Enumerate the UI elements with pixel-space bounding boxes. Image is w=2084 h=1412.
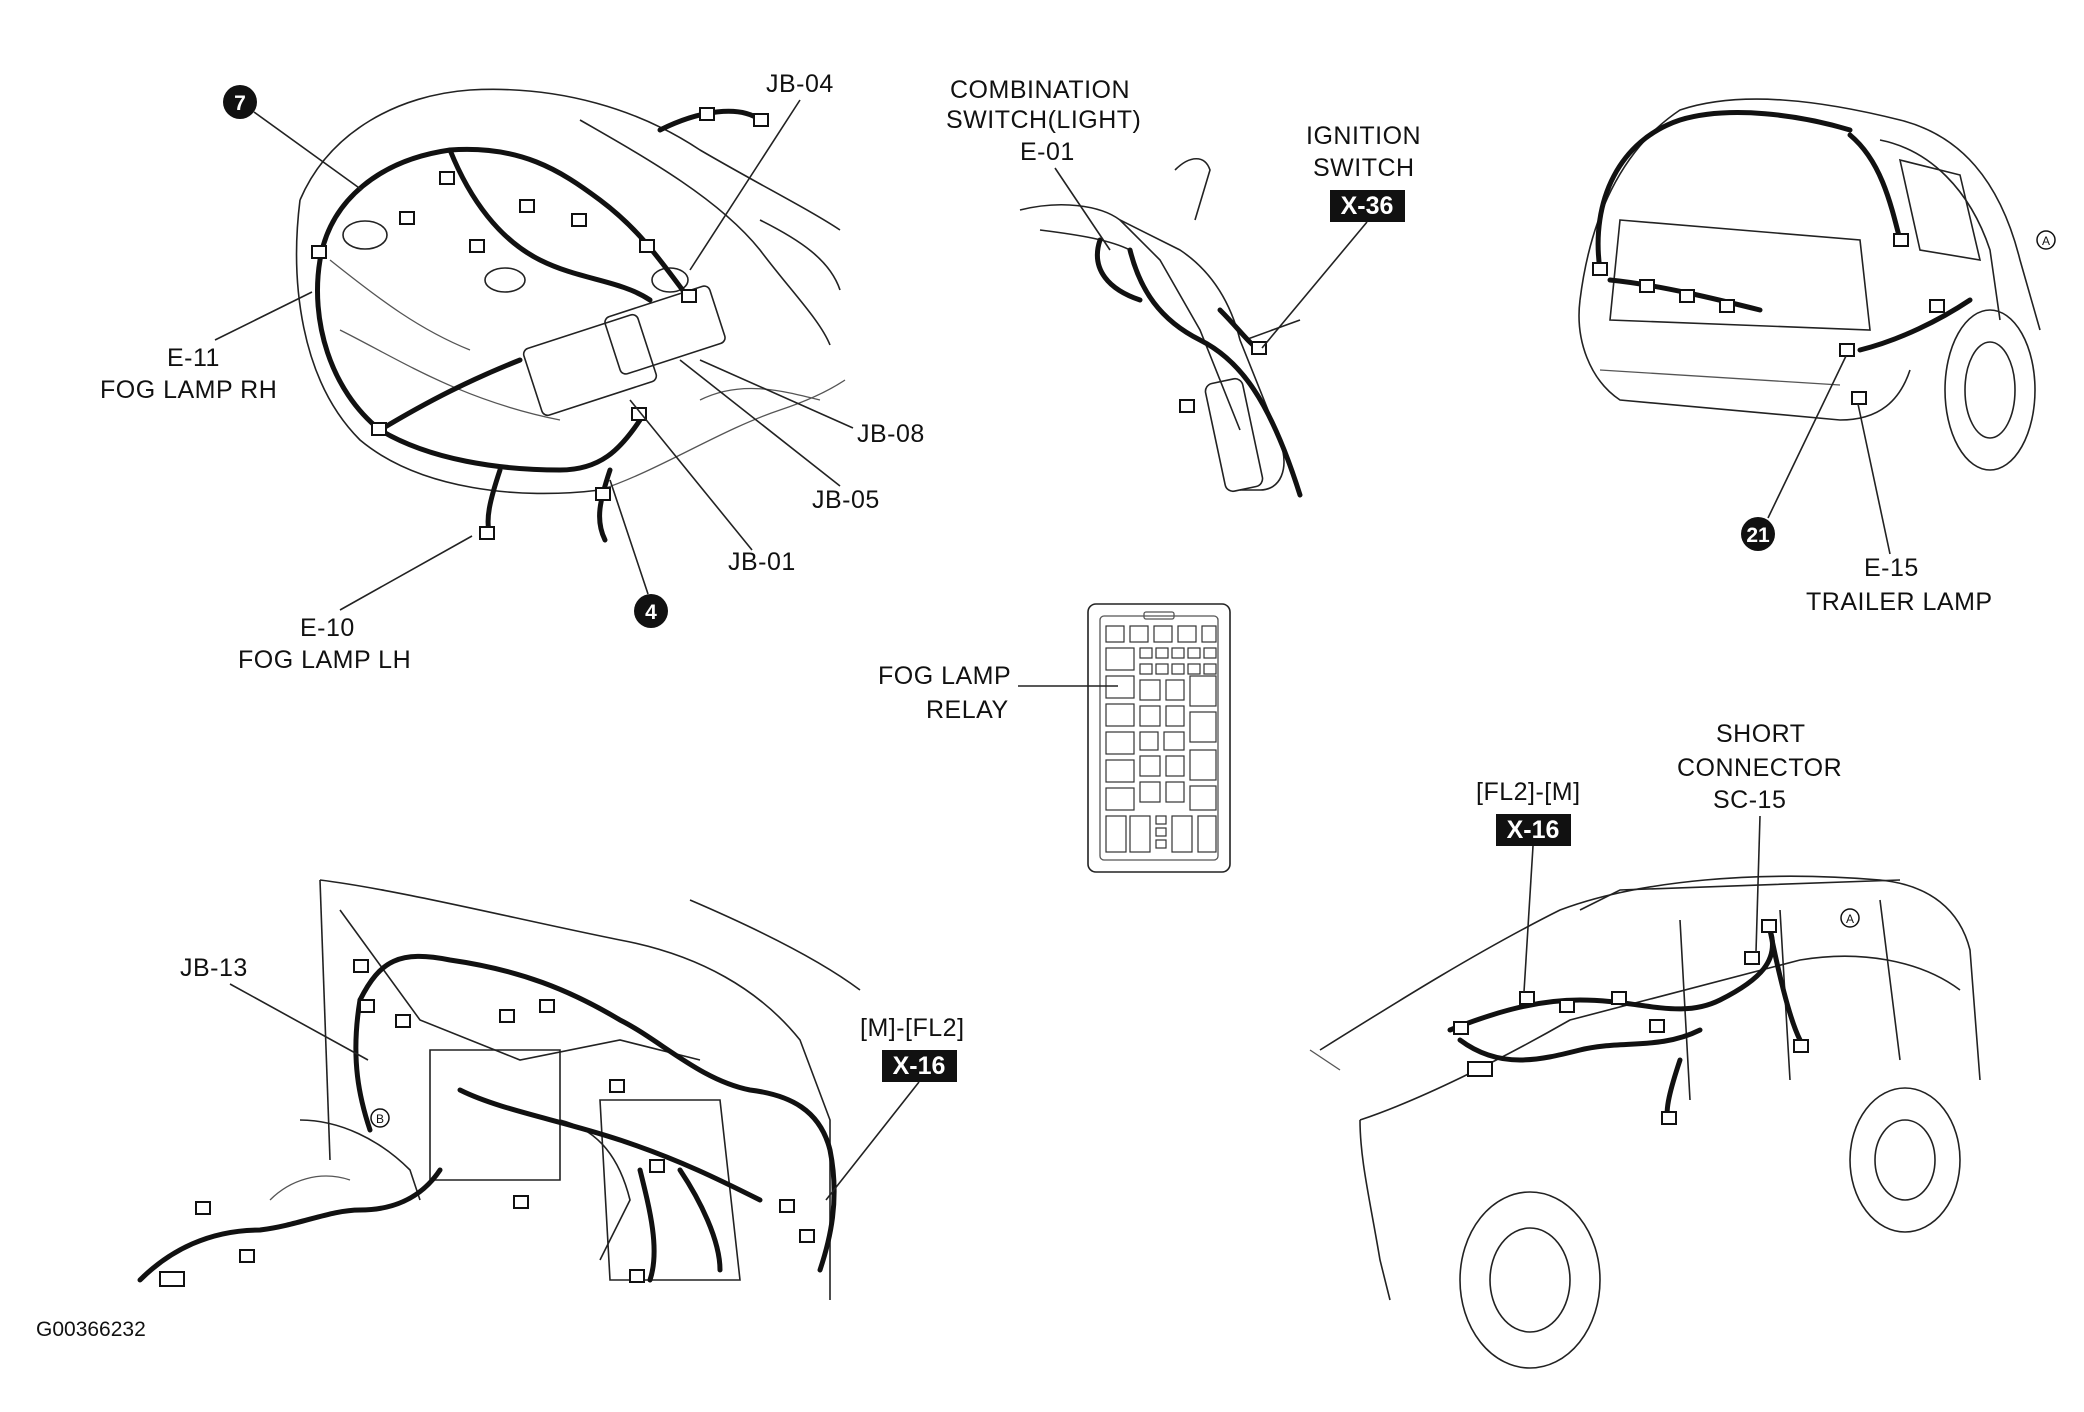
- dashboard-view: B JB-13 [M]-[FL2] X-16: [137, 879, 965, 1300]
- diagram-id: G00366232: [36, 1318, 146, 1341]
- label-jb-13: JB-13: [180, 954, 248, 982]
- rear-view: A 21 E-15 TRAILER LAMP: [1578, 98, 2056, 616]
- fuse-slot: [1187, 647, 1201, 659]
- label-ignition-line2: SWITCH: [1313, 154, 1415, 182]
- label-e15-name: TRAILER LAMP: [1806, 588, 1993, 616]
- tag-x16-side: X-16: [1507, 816, 1560, 844]
- fuse-slot: [1139, 781, 1161, 803]
- fuse-slot: [1189, 711, 1217, 743]
- tag-x36-box: [1330, 190, 1405, 222]
- marker-a-side: [1840, 908, 1860, 928]
- fuse-slot: [1189, 785, 1217, 811]
- fuse-box-view: FOG LAMP RELAY: [878, 603, 1231, 873]
- fuse-slot: [1139, 755, 1161, 777]
- fuse-slot: [1189, 749, 1217, 781]
- label-jb-08: JB-08: [857, 420, 925, 448]
- label-ignition-line1: IGNITION: [1306, 122, 1421, 150]
- marker-a-rear-letter: A: [2042, 234, 2050, 248]
- fuse-grid: [1105, 625, 1217, 853]
- callout-7-marker: [223, 85, 257, 119]
- fuse-slot: [1155, 815, 1167, 825]
- tag-x36: X-36: [1341, 192, 1394, 220]
- fuse-slot: [1129, 815, 1151, 853]
- label-combination-line2: SWITCH(LIGHT): [946, 106, 1141, 134]
- fuse-slot: [1187, 663, 1201, 675]
- label-fog-lamp-relay-line1: FOG LAMP: [878, 662, 1011, 690]
- fuse-slot: [1155, 827, 1167, 837]
- label-e11-name: FOG LAMP RH: [100, 376, 277, 404]
- callout-21-marker: [1741, 517, 1775, 551]
- fuse-slot: [1197, 815, 1217, 853]
- tag-x16-side-box: [1496, 814, 1571, 846]
- label-e10-code: E-10: [300, 614, 355, 642]
- label-e10-name: FOG LAMP LH: [238, 646, 411, 674]
- marker-b-dash-letter: B: [376, 1112, 384, 1126]
- fuse-slot: [1105, 647, 1135, 671]
- fuse-slot: [1165, 781, 1185, 803]
- fuse-slot: [1165, 755, 1185, 777]
- fuse-slot: [1165, 705, 1185, 727]
- tag-x16-dash-box: [882, 1050, 957, 1082]
- fuse-slot: [1105, 625, 1125, 643]
- fuse-slot: [1163, 731, 1185, 751]
- fuse-slot: [1139, 679, 1161, 701]
- fuse-slot: [1105, 787, 1135, 811]
- fuse-slot: [1105, 731, 1135, 755]
- label-sc-15: SC-15: [1713, 786, 1786, 814]
- engine-bay-view: 7 4 JB-04 JB-08 JB-05 JB-01 E-11 FOG LAM…: [100, 70, 925, 674]
- label-jb-04: JB-04: [766, 70, 834, 98]
- fuse-slot: [1105, 759, 1135, 783]
- fuse-slot: [1139, 731, 1159, 751]
- fuse-slot: [1139, 705, 1161, 727]
- callout-7-number: 7: [234, 92, 246, 115]
- callout-4-number: 4: [645, 601, 657, 624]
- callout-4-marker: [634, 594, 668, 628]
- fuse-slot: [1171, 815, 1193, 853]
- fuse-slot: [1189, 675, 1217, 707]
- fuse-slot: [1171, 663, 1185, 675]
- fog-lamp-relay-slot: [1139, 647, 1153, 659]
- label-fl2-m: [FL2]-[M]: [1476, 778, 1581, 806]
- label-short-line1: SHORT: [1716, 720, 1806, 748]
- fuse-slot: [1129, 625, 1149, 643]
- tag-x16-dash: X-16: [893, 1052, 946, 1080]
- fuse-slot: [1155, 663, 1169, 675]
- fuse-slot: [1155, 839, 1167, 849]
- fuse-slot: [1165, 679, 1185, 701]
- callout-21-number: 21: [1746, 524, 1770, 547]
- fuse-slot: [1105, 675, 1135, 699]
- fuse-slot: [1155, 647, 1169, 659]
- fuse-slot: [1153, 625, 1173, 643]
- marker-a-side-letter: A: [1846, 912, 1854, 926]
- label-m-fl2: [M]-[FL2]: [860, 1014, 965, 1042]
- fuse-slot: [1203, 647, 1217, 659]
- label-jb-05: JB-05: [812, 486, 880, 514]
- label-e15-code: E-15: [1864, 554, 1919, 582]
- label-short-line2: CONNECTOR: [1677, 754, 1842, 782]
- label-e11-code: E-11: [167, 344, 220, 372]
- fuse-slot: [1139, 663, 1153, 675]
- fuse-slot: [1201, 625, 1217, 643]
- fuse-slot: [1171, 647, 1185, 659]
- label-jb-01: JB-01: [728, 548, 796, 576]
- marker-a-rear: [2036, 230, 2056, 250]
- side-view: A [FL2]-[M] X-16 SHORT CONNECTOR SC-15: [1309, 720, 1981, 1369]
- fuse-slot: [1105, 703, 1135, 727]
- marker-b-dash: [370, 1108, 390, 1128]
- label-fog-lamp-relay-line2: RELAY: [926, 696, 1009, 724]
- label-combination-line1: COMBINATION: [950, 76, 1130, 104]
- fuse-slot: [1177, 625, 1197, 643]
- label-combination-code: E-01: [1020, 138, 1075, 166]
- fuse-slot: [1105, 815, 1127, 853]
- steering-column-view: COMBINATION SWITCH(LIGHT) E-01 IGNITION …: [946, 76, 1421, 498]
- fuse-slot: [1203, 663, 1217, 675]
